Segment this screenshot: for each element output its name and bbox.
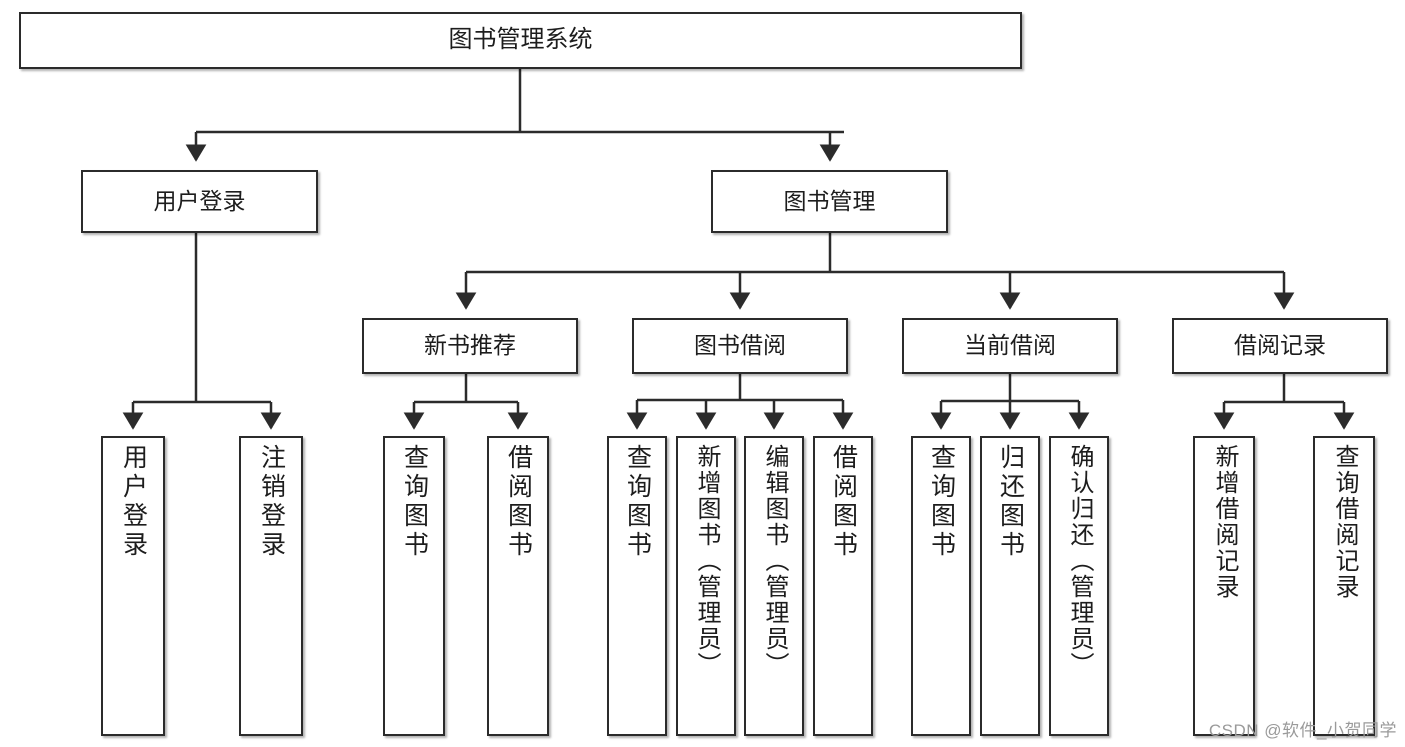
node-leaf-user-login[interactable]: 用户登录 bbox=[101, 436, 165, 736]
node-leaf-logout-login[interactable]: 注销登录 bbox=[239, 436, 303, 736]
node-leaf-query-borrow-record[interactable]: 查询借阅记录 bbox=[1313, 436, 1375, 736]
watermark-text: CSDN @软件_小贺同学 bbox=[1208, 721, 1397, 740]
node-user-login-label: 用户登录 bbox=[153, 187, 246, 214]
node-book-manage-label: 图书管理 bbox=[783, 187, 876, 214]
node-borrow-record-label: 借阅记录 bbox=[1234, 332, 1326, 359]
node-leaf-user-login-label: 用户登录 bbox=[119, 444, 148, 560]
node-leaf-add-book-admin[interactable]: 新增图书（管理员） bbox=[676, 436, 736, 736]
node-leaf-borrow-book-2[interactable]: 借阅图书 bbox=[813, 436, 873, 736]
node-leaf-borrow-book-1-label: 借阅图书 bbox=[504, 444, 533, 560]
node-new-book-recommend-label: 新书推荐 bbox=[424, 332, 516, 359]
node-leaf-return-book-label: 归还图书 bbox=[996, 444, 1025, 560]
node-leaf-add-borrow-record-label: 新增借阅记录 bbox=[1210, 444, 1238, 600]
node-leaf-return-book[interactable]: 归还图书 bbox=[980, 436, 1040, 736]
node-leaf-borrow-book-1[interactable]: 借阅图书 bbox=[487, 436, 549, 736]
node-leaf-query-book-3-label: 查询图书 bbox=[927, 444, 956, 560]
node-leaf-query-book-1[interactable]: 查询图书 bbox=[383, 436, 445, 736]
node-leaf-borrow-book-2-label: 借阅图书 bbox=[829, 444, 858, 560]
node-leaf-confirm-return-admin-label: 确认归还（管理员） bbox=[1065, 444, 1093, 678]
node-leaf-query-book-1-label: 查询图书 bbox=[400, 444, 429, 560]
node-root-label: 图书管理系统 bbox=[448, 26, 593, 54]
node-leaf-query-book-3[interactable]: 查询图书 bbox=[911, 436, 971, 736]
node-leaf-add-book-admin-label: 新增图书（管理员） bbox=[692, 444, 720, 678]
node-leaf-edit-book-admin[interactable]: 编辑图书（管理员） bbox=[744, 436, 804, 736]
node-leaf-edit-book-admin-label: 编辑图书（管理员） bbox=[760, 444, 788, 678]
node-leaf-query-book-2-label: 查询图书 bbox=[623, 444, 652, 560]
node-leaf-logout-login-label: 注销登录 bbox=[257, 444, 286, 560]
node-current-borrow-label: 当前借阅 bbox=[964, 332, 1056, 359]
node-user-login[interactable]: 用户登录 bbox=[81, 170, 318, 233]
node-current-borrow[interactable]: 当前借阅 bbox=[902, 318, 1118, 374]
node-borrow-record[interactable]: 借阅记录 bbox=[1172, 318, 1388, 374]
node-root[interactable]: 图书管理系统 bbox=[19, 12, 1022, 69]
node-book-manage[interactable]: 图书管理 bbox=[711, 170, 948, 233]
node-new-book-recommend[interactable]: 新书推荐 bbox=[362, 318, 578, 374]
node-leaf-add-borrow-record[interactable]: 新增借阅记录 bbox=[1193, 436, 1255, 736]
node-leaf-confirm-return-admin[interactable]: 确认归还（管理员） bbox=[1049, 436, 1109, 736]
node-leaf-query-borrow-record-label: 查询借阅记录 bbox=[1330, 444, 1358, 600]
node-leaf-query-book-2[interactable]: 查询图书 bbox=[607, 436, 667, 736]
node-book-borrow[interactable]: 图书借阅 bbox=[632, 318, 848, 374]
node-book-borrow-label: 图书借阅 bbox=[694, 332, 786, 359]
